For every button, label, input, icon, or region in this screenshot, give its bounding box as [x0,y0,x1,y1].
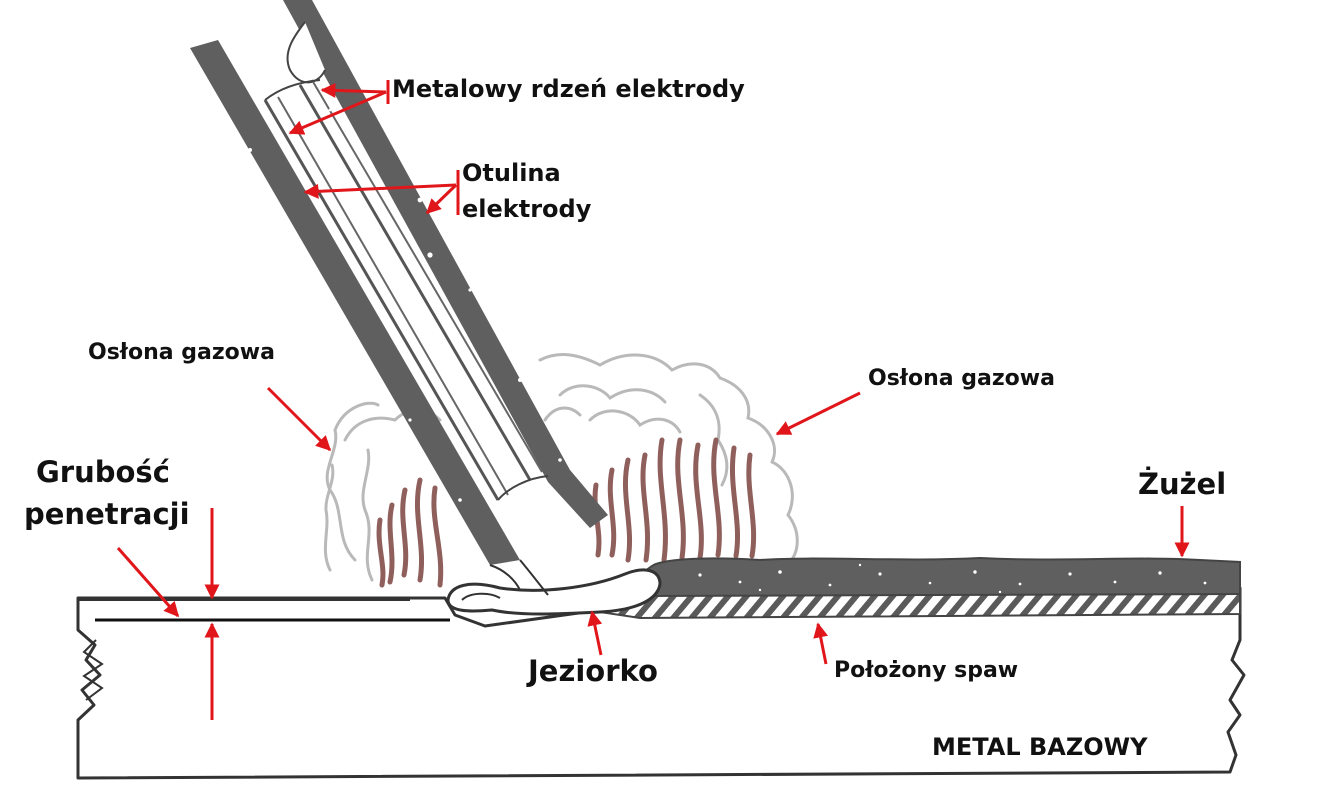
label-slag: Żużel [1138,467,1227,501]
label-laid-weld: Położony spaw [834,658,1019,683]
label-penetration-line2: penetracji [24,497,190,531]
label-gas-shield-left: Osłona gazowa [88,340,275,365]
electrode [190,0,608,596]
slag-layer [637,556,1241,598]
label-electrode-core: Metalowy rdzeń elektrody [392,75,745,103]
label-weld-pool: Jeziorko [528,654,658,688]
arc-flames [376,437,757,588]
base-metal-plate [76,586,1246,780]
label-penetration-line1: Grubość [36,455,170,489]
gas-shield-smoke [323,353,799,582]
annotation-arrows [116,80,1190,720]
label-base-metal: METAL BAZOWY [932,733,1148,761]
label-electrode-coating-line1: Otulina [462,159,561,187]
label-electrode-coating-line2: elektrody [462,195,592,223]
slag-texture [698,563,1207,594]
weld-pool [446,568,662,616]
label-gas-shield-right: Osłona gazowa [868,366,1055,391]
